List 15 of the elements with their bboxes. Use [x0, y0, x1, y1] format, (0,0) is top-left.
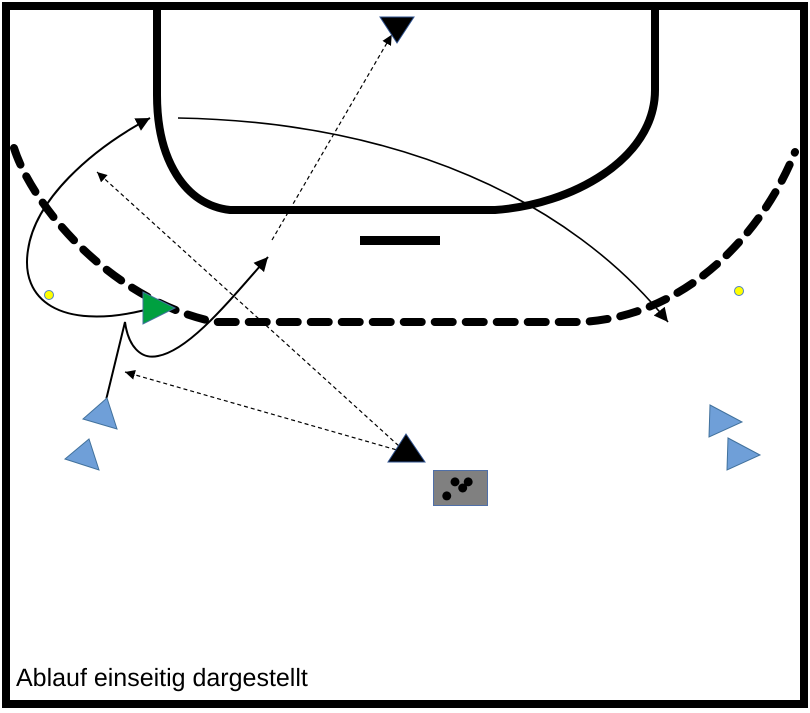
goalkeeper-marker	[380, 17, 414, 43]
player-marker	[143, 292, 175, 324]
cone-marker	[734, 286, 744, 296]
run-arrow	[26, 117, 150, 318]
note-text: Ablauf einseitig dargestellt	[16, 664, 308, 693]
cone-marker	[44, 290, 54, 300]
run-arrow	[105, 256, 269, 399]
pass-arrow	[96, 172, 399, 446]
player-marker	[388, 434, 425, 462]
player-marker	[65, 439, 99, 470]
player-marker	[83, 398, 117, 429]
player-marker	[727, 438, 760, 470]
pass-arrow	[124, 370, 396, 450]
pass-arrow	[271, 34, 392, 240]
player-marker	[709, 405, 742, 437]
